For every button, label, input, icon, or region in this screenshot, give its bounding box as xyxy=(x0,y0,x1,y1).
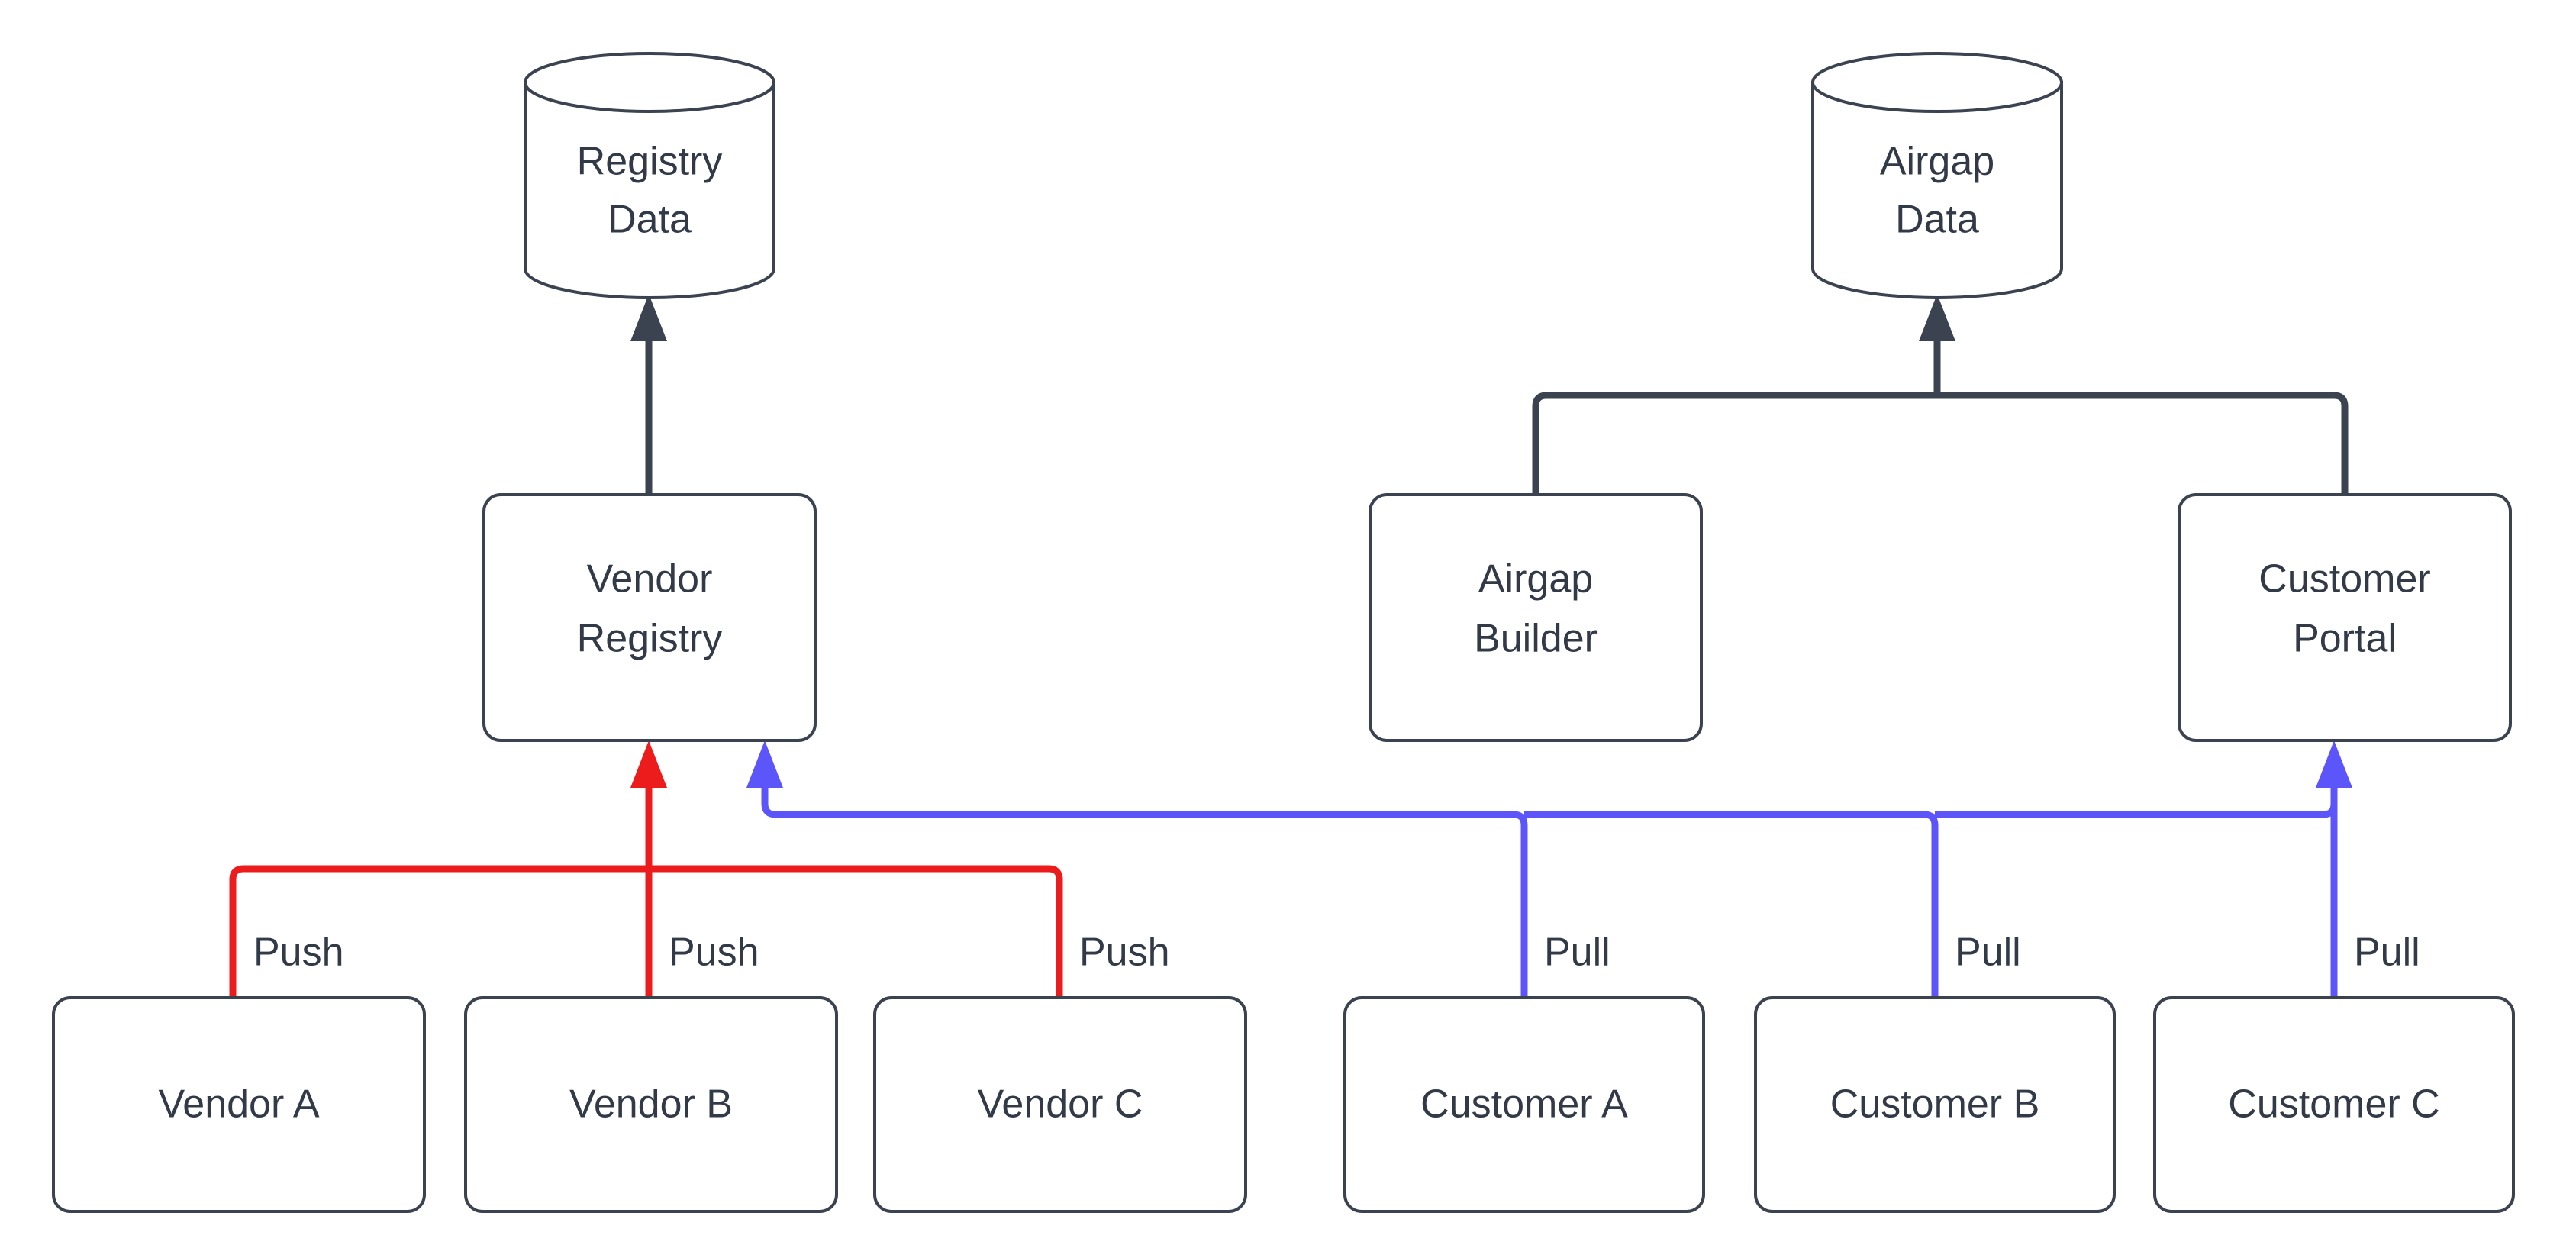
edge-label-push-vendor-b: Push xyxy=(669,931,759,975)
airgap-data-label-line2: Data xyxy=(1895,198,1979,242)
edge-vendor-a-to-vendor-registry xyxy=(229,865,649,998)
edge-line xyxy=(761,771,1528,998)
node-box xyxy=(482,493,817,742)
node-box xyxy=(2153,996,2515,1213)
arrowhead-up-icon xyxy=(630,740,667,788)
arrowhead-up-icon xyxy=(1919,294,1955,341)
node-customer-b[interactable]: Customer B xyxy=(1754,996,2116,1213)
airgap-builder-label-line2: Builder xyxy=(1474,617,1598,661)
node-airgap-builder[interactable]: Airgap Builder xyxy=(1369,493,1703,742)
node-customer-a[interactable]: Customer A xyxy=(1343,996,1705,1213)
vendor-c-label: Vendor C xyxy=(978,1082,1143,1127)
node-box xyxy=(464,996,838,1213)
cylinder-top xyxy=(524,52,775,113)
edge-customer-portal-to-airgap-data xyxy=(1937,392,2349,495)
node-customer-c[interactable]: Customer C xyxy=(2153,996,2515,1213)
edge-line xyxy=(1937,392,2349,495)
node-vendor-a[interactable]: Vendor A xyxy=(52,996,426,1213)
arrowhead-up-icon xyxy=(630,294,667,341)
node-vendor-b[interactable]: Vendor B xyxy=(464,996,838,1213)
customer-b-label: Customer B xyxy=(1830,1082,2040,1127)
cylinder-body xyxy=(524,81,775,299)
vendor-registry-label-line2: Registry xyxy=(577,617,723,661)
arrowhead-up-icon xyxy=(2316,740,2352,788)
customer-c-label: Customer C xyxy=(2228,1082,2439,1127)
edge-label-pull-customer-c: Pull xyxy=(2354,931,2420,975)
vendor-registry-label-line1: Vendor xyxy=(587,557,713,602)
edge-vendor-registry-to-registry-data xyxy=(630,294,667,495)
customer-portal-label-line1: Customer xyxy=(2258,557,2430,602)
edge-line xyxy=(1524,811,1939,998)
edge-vendor-c-to-vendor-registry xyxy=(649,865,1063,998)
cylinder-top xyxy=(1811,52,2063,113)
vendor-b-label: Vendor B xyxy=(569,1082,733,1127)
edge-line xyxy=(649,865,1063,998)
node-box xyxy=(1343,996,1705,1213)
edge-label-push-vendor-a: Push xyxy=(253,931,344,975)
arrowhead-up-icon xyxy=(746,740,783,788)
edge-airgap-builder-to-airgap-data xyxy=(1532,392,1937,495)
node-vendor-c[interactable]: Vendor C xyxy=(873,996,1247,1213)
edge-customer-a-to-vendor-registry xyxy=(746,740,1528,998)
customer-portal-label-line2: Portal xyxy=(2293,617,2397,661)
registry-data-label-line2: Data xyxy=(608,198,692,242)
customer-a-label: Customer A xyxy=(1420,1082,1628,1127)
airgap-data-label-line1: Airgap xyxy=(1880,140,1994,184)
edge-customer-c-to-customer-portal xyxy=(1935,740,2352,998)
edge-line xyxy=(1935,803,2338,818)
edge-push-trunk-to-vendor-registry xyxy=(630,740,667,869)
cylinder-body xyxy=(1811,81,2063,299)
registry-data-label-line1: Registry xyxy=(577,140,723,184)
edge-line xyxy=(1532,392,1937,495)
edge-customer-b-to-vendor-registry xyxy=(1524,811,1939,998)
edge-label-pull-customer-b: Pull xyxy=(1955,931,2021,975)
node-box xyxy=(873,996,1247,1213)
edge-label-pull-customer-a: Pull xyxy=(1544,931,1610,975)
vendor-a-label: Vendor A xyxy=(158,1082,319,1127)
node-airgap-data[interactable]: Airgap Data xyxy=(1811,52,2063,299)
edge-label-push-vendor-c: Push xyxy=(1079,931,1170,975)
node-box xyxy=(1754,996,2116,1213)
edge-line xyxy=(229,865,649,998)
node-vendor-registry[interactable]: Vendor Registry xyxy=(482,493,817,742)
node-box xyxy=(1369,493,1703,742)
airgap-builder-label-line1: Airgap xyxy=(1478,557,1593,602)
edge-trunk-to-airgap-data xyxy=(1919,294,1955,395)
node-box xyxy=(2178,493,2512,742)
node-registry-data[interactable]: Registry Data xyxy=(524,52,775,299)
node-customer-portal[interactable]: Customer Portal xyxy=(2178,493,2512,742)
node-box xyxy=(52,996,426,1213)
